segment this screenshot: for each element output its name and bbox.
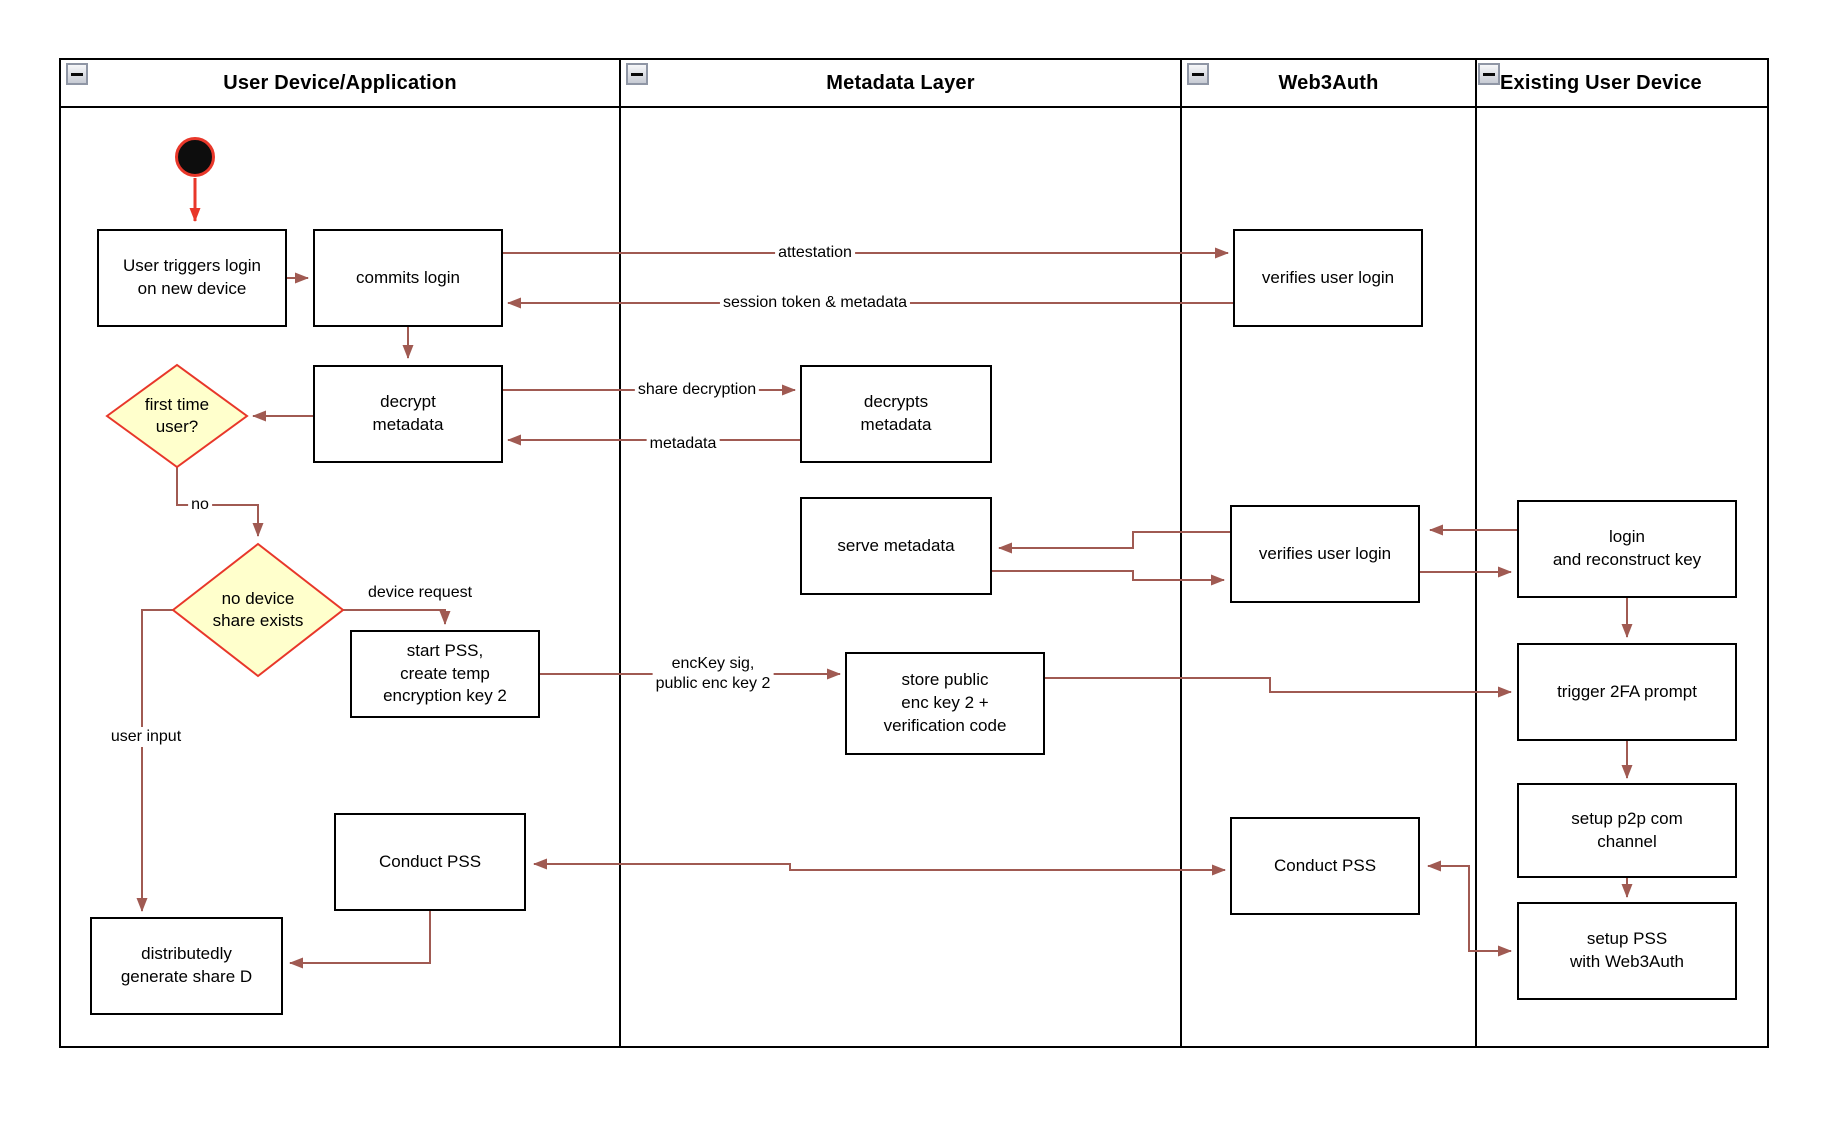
node-verifies-user-login-2[interactable]: verifies user login: [1230, 505, 1420, 603]
node-store-public-key[interactable]: store public enc key 2 + verification co…: [845, 652, 1045, 755]
edge-label-enckey: encKey sig, public enc key 2: [652, 654, 774, 694]
lane-title-web3auth: Web3Auth: [1278, 71, 1379, 94]
node-setup-pss[interactable]: setup PSS with Web3Auth: [1517, 902, 1737, 1000]
decision-no-device-share[interactable]: [171, 542, 345, 678]
edge-conduct-pss-bidirectional: [533, 858, 1226, 876]
node-distributedly-generate[interactable]: distributedly generate share D: [90, 917, 283, 1015]
minus-icon: [1483, 72, 1495, 76]
node-user-triggers-login[interactable]: User triggers login on new device: [97, 229, 287, 327]
edge-label-session-token: session token & metadata: [719, 293, 911, 313]
edge-user-input: [136, 609, 173, 912]
node-conduct-pss-left[interactable]: Conduct PSS: [334, 813, 526, 911]
edge-label-attestation: attestation: [775, 243, 855, 263]
node-start-pss[interactable]: start PSS, create temp encryption key 2: [350, 630, 540, 718]
edge-label-device-request: device request: [367, 584, 473, 601]
minus-icon: [631, 72, 643, 76]
lane-divider-2: [1180, 58, 1182, 1048]
edge-label-metadata: metadata: [646, 434, 720, 454]
node-serve-metadata[interactable]: serve metadata: [800, 497, 992, 595]
lane-header-row: [59, 58, 1769, 108]
node-setup-p2p[interactable]: setup p2p com channel: [1517, 783, 1737, 878]
node-trigger-2fa[interactable]: trigger 2FA prompt: [1517, 643, 1737, 741]
decision-first-time-user[interactable]: [105, 363, 249, 469]
node-decrypts-metadata[interactable]: decrypts metadata: [800, 365, 992, 463]
start-node[interactable]: [175, 137, 215, 177]
edge-label-no: no: [188, 495, 212, 515]
edge-setuppss-conductpss-bidirectional: [1427, 860, 1512, 957]
minus-icon: [1192, 72, 1204, 76]
edge-device-request: [343, 609, 451, 625]
collapse-lane-button-1[interactable]: [66, 63, 88, 85]
collapse-lane-button-4[interactable]: [1478, 63, 1500, 85]
edge-verifies2-to-serve: [998, 531, 1230, 554]
collapse-lane-button-3[interactable]: [1187, 63, 1209, 85]
edge-store-to-trigger2fa: [1045, 677, 1512, 698]
lane-title-user-device: User Device/Application: [223, 71, 457, 94]
edge-label-user-input: user input: [107, 727, 185, 747]
lane-header-metadata-layer: Metadata Layer: [621, 58, 1180, 108]
node-verifies-user-login-1[interactable]: verifies user login: [1233, 229, 1423, 327]
lane-title-existing-device: Existing User Device: [1500, 71, 1702, 94]
lane-divider-1: [619, 58, 621, 1048]
edge-no-branch: [176, 467, 264, 537]
lane-title-metadata-layer: Metadata Layer: [826, 71, 975, 94]
lane-header-web3auth: Web3Auth: [1182, 58, 1475, 108]
node-conduct-pss-web3auth[interactable]: Conduct PSS: [1230, 817, 1420, 915]
lane-header-existing-device: Existing User Device: [1500, 58, 1767, 108]
edge-serve-to-verifies2: [992, 570, 1225, 586]
node-decrypt-metadata[interactable]: decrypt metadata: [313, 365, 503, 463]
lane-divider-3: [1475, 58, 1477, 1048]
collapse-lane-button-2[interactable]: [626, 63, 648, 85]
node-login-reconstruct-key[interactable]: login and reconstruct key: [1517, 500, 1737, 598]
lane-header-user-device: User Device/Application: [61, 58, 619, 108]
edge-label-share-decryption: share decryption: [634, 380, 760, 400]
edge-conductpss-to-distributedly: [289, 911, 431, 969]
minus-icon: [71, 72, 83, 76]
node-commits-login[interactable]: commits login: [313, 229, 503, 327]
